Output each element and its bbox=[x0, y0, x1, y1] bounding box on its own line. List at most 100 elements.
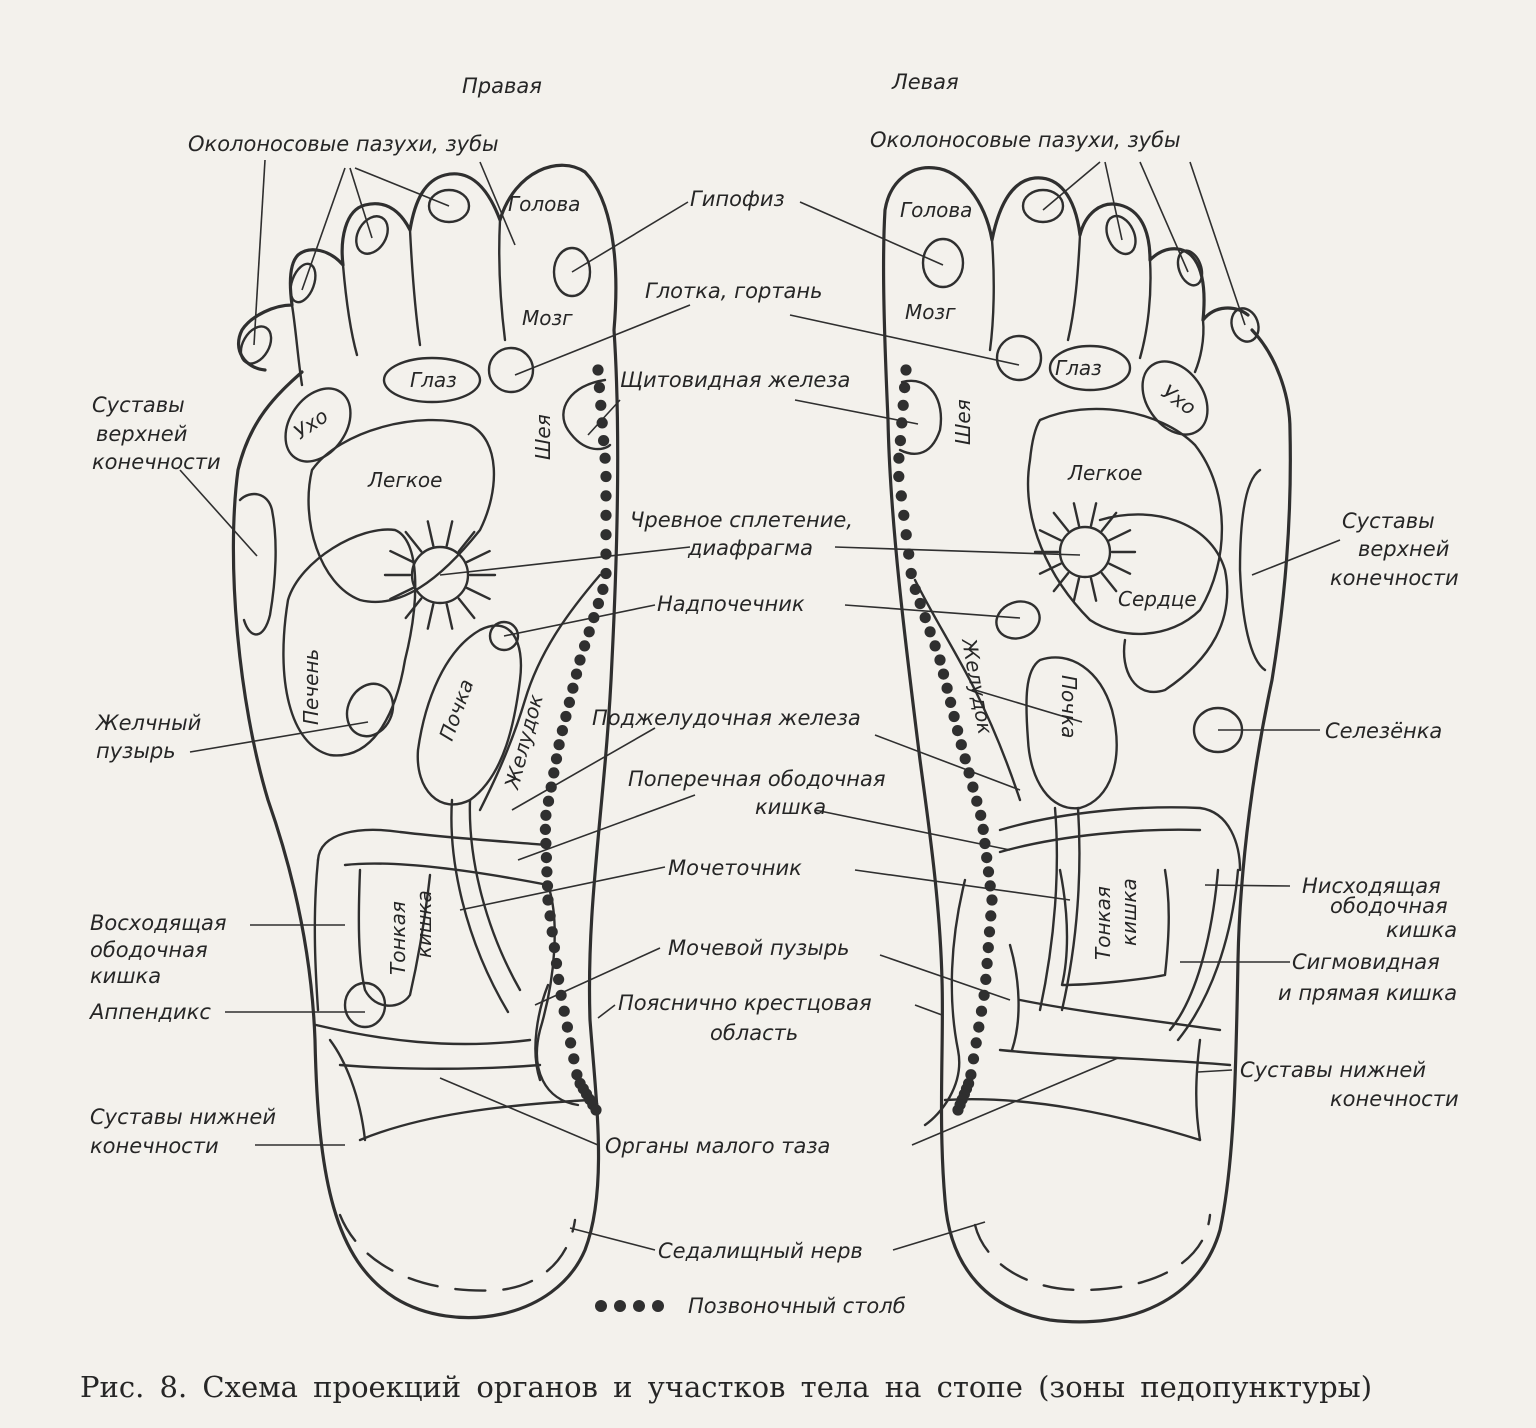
spine-dot bbox=[977, 823, 989, 836]
ray bbox=[426, 603, 435, 630]
spine-dot bbox=[600, 567, 612, 580]
label-kidney-right: Почка bbox=[434, 676, 478, 744]
label-neck-left: Шея bbox=[951, 399, 975, 445]
spine-dot bbox=[592, 597, 605, 610]
spine-dot bbox=[975, 1005, 988, 1017]
spine-dot bbox=[600, 509, 612, 521]
spine-dot bbox=[550, 753, 563, 765]
spine-dot bbox=[542, 894, 554, 906]
label-sciatic-nerve: Седалищный нерв bbox=[658, 1239, 863, 1263]
ray bbox=[1072, 502, 1081, 527]
ray bbox=[426, 520, 435, 547]
label-ascending-colon-3: кишка bbox=[90, 964, 161, 988]
spine-dot bbox=[952, 725, 964, 737]
spine-dot bbox=[900, 364, 912, 376]
spine-dot bbox=[561, 1021, 574, 1033]
label-descending-colon-2: ободочная bbox=[1330, 894, 1448, 918]
spine-dot bbox=[967, 1053, 980, 1065]
label-ureter: Мочеточник bbox=[668, 856, 802, 880]
label-lower-joints-right-2: конечности bbox=[90, 1134, 219, 1158]
label-lower-joints-right-1: Суставы нижней bbox=[90, 1105, 276, 1129]
ray bbox=[465, 549, 491, 564]
label-descending-colon-3: кишка bbox=[1386, 918, 1457, 942]
spine-dot bbox=[600, 490, 612, 502]
spine-dot bbox=[955, 739, 967, 751]
label-gallbladder-2: пузырь bbox=[96, 739, 176, 763]
ray bbox=[1100, 571, 1118, 593]
spine-dot bbox=[909, 583, 921, 596]
label-brain-right: Мозг bbox=[522, 306, 573, 330]
spine-dot bbox=[941, 682, 953, 694]
spine-dot bbox=[567, 682, 579, 694]
spine-dot bbox=[914, 597, 926, 610]
spine-dot bbox=[983, 926, 996, 938]
spine-dot bbox=[981, 957, 993, 970]
spine-dot bbox=[540, 809, 552, 821]
spine-dot bbox=[550, 957, 563, 970]
spine-dot bbox=[919, 612, 931, 624]
label-sinuses-teeth-left: Околоносовые пазухи, зубы bbox=[870, 128, 1181, 152]
spine-dot bbox=[583, 626, 595, 638]
label-transverse-colon-1: Поперечная ободочная bbox=[628, 767, 886, 791]
spine-dot bbox=[924, 626, 936, 638]
spine-dot bbox=[973, 1021, 985, 1033]
ray bbox=[404, 530, 423, 553]
label-sigmoid-1: Сигмовидная bbox=[1292, 950, 1440, 974]
spine-dot bbox=[563, 696, 576, 709]
spine-dot bbox=[893, 470, 905, 483]
spine-dot bbox=[965, 1069, 977, 1081]
spine-dot bbox=[593, 382, 606, 394]
label-upper-joints-left-1: Суставы bbox=[1342, 509, 1435, 533]
label-kidney-left: Почка bbox=[1057, 675, 1081, 738]
spine-dot bbox=[544, 910, 556, 922]
label-stomach-left: Желудок bbox=[957, 635, 998, 736]
label-upper-joints-right-3: конечности bbox=[92, 450, 221, 474]
label-upper-joints-left-3: конечности bbox=[1330, 566, 1459, 590]
spine-dot bbox=[903, 548, 915, 560]
figure-caption: Рис. 8. Схема проекций органов и участко… bbox=[80, 1370, 1372, 1404]
label-spine-legend: Позвоночный столб bbox=[688, 1294, 906, 1318]
spine-dot bbox=[981, 852, 993, 864]
label-right-foot: Правая bbox=[462, 74, 542, 98]
label-brain-left: Мозг bbox=[905, 300, 956, 324]
spine-dot bbox=[590, 1104, 602, 1116]
spine-dot bbox=[929, 640, 941, 652]
spine-dot bbox=[558, 1005, 570, 1017]
spine-dot bbox=[898, 509, 910, 521]
spine-dot bbox=[600, 548, 612, 560]
ray bbox=[1089, 577, 1098, 602]
spine-dot bbox=[985, 910, 997, 922]
ray bbox=[404, 597, 423, 620]
spine-dot bbox=[600, 529, 612, 541]
labels: Правая Левая Околоносовые пазухи, зубы О… bbox=[88, 70, 1459, 1318]
spine-dot bbox=[952, 1104, 964, 1116]
spine-dot bbox=[539, 823, 552, 836]
label-head-left: Голова bbox=[900, 198, 972, 222]
spine-dot bbox=[574, 654, 586, 666]
leader-lines bbox=[179, 159, 1341, 1251]
label-transverse-colon-2: кишка bbox=[755, 795, 826, 819]
spine-dot bbox=[579, 640, 591, 652]
left-solar-plexus-icon bbox=[1033, 502, 1137, 602]
label-left-foot: Левая bbox=[891, 70, 959, 94]
spine-dot bbox=[979, 837, 991, 850]
right-foot-spine-dots bbox=[539, 364, 612, 1116]
label-adrenal: Надпочечник bbox=[657, 592, 805, 616]
label-sinuses-teeth-right: Околоносовые пазухи, зубы bbox=[188, 132, 499, 156]
spine-dot bbox=[548, 767, 560, 779]
left-foot-spine-dots bbox=[893, 364, 998, 1116]
spine-dot bbox=[948, 710, 960, 723]
label-liver: Печень bbox=[299, 649, 323, 725]
label-small-intestine-right-1: Тонкая bbox=[386, 901, 410, 975]
spine-dot bbox=[540, 837, 552, 850]
ray bbox=[457, 597, 476, 620]
ray bbox=[1052, 511, 1070, 533]
ray bbox=[1072, 577, 1081, 602]
spine-dot bbox=[553, 973, 565, 986]
label-appendix: Аппендикс bbox=[88, 1000, 211, 1024]
label-pituitary: Гипофиз bbox=[690, 187, 785, 211]
ray bbox=[1038, 529, 1062, 542]
label-lung-left: Легкое bbox=[1067, 461, 1142, 485]
label-lower-joints-left-1: Суставы нижней bbox=[1240, 1058, 1426, 1082]
spine-dot bbox=[546, 926, 558, 938]
